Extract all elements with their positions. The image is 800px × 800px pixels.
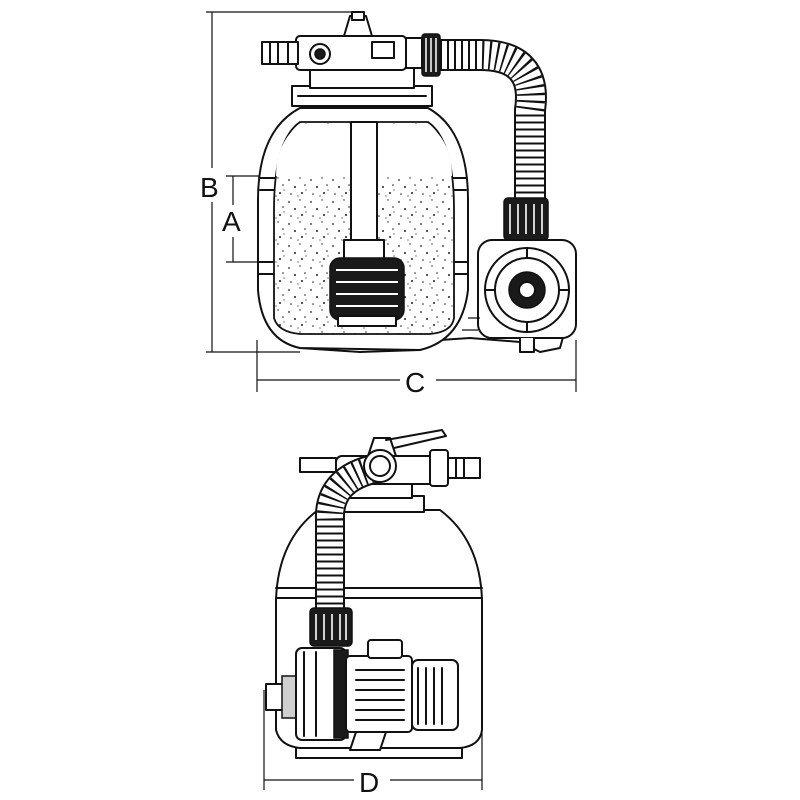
dimension-c-label: C	[405, 367, 425, 398]
strainer-laterals	[329, 257, 405, 327]
dimension-d-label: D	[359, 767, 379, 798]
multiport-valve	[261, 11, 441, 77]
cutaway-view: B A C	[196, 11, 577, 398]
dimension-c: C	[256, 340, 577, 398]
pump-side	[265, 639, 459, 751]
dimension-b: B	[196, 11, 360, 353]
dimension-a-label: A	[222, 206, 241, 237]
hose-coupling-side	[309, 607, 353, 647]
dimension-b-label: B	[200, 172, 219, 203]
pump-housing-front	[477, 239, 577, 353]
side-view: D	[263, 429, 483, 798]
